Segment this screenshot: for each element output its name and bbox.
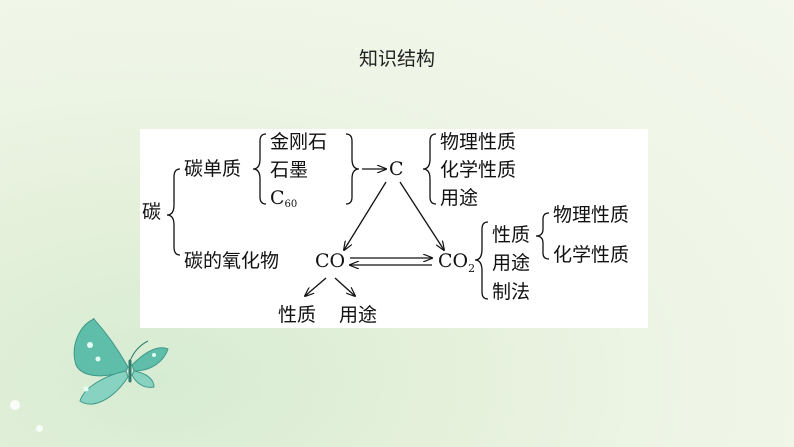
brace-carbon-elements [253,134,266,204]
carbon-node: C [389,158,404,180]
co-uses: 用途 [339,304,377,326]
co2-chemical-properties: 化学性质 [553,244,629,266]
co2-physical-properties: 物理性质 [553,204,629,226]
carbon-oxides-label: 碳的氧化物 [184,250,279,272]
butterfly-icon [50,305,210,415]
c-chemical-properties: 化学性质 [440,159,516,181]
c-uses: 用途 [440,187,478,209]
graphite-label: 石墨 [270,159,308,181]
page-title: 知识结构 [0,44,794,71]
root-label: 碳 [142,201,161,223]
diamond-label: 金刚石 [270,131,327,153]
c-physical-properties: 物理性质 [440,131,516,153]
co-properties: 性质 [278,304,316,326]
brace-root [167,169,180,255]
co2-properties: 性质 [492,224,530,246]
arrow-c-to-co2 [400,182,444,250]
arrow-c-to-co [344,182,386,250]
sparkle-dot [36,425,43,432]
co2-preparation: 制法 [492,281,530,303]
co2-uses: 用途 [492,252,530,274]
brace-c-properties [423,134,436,204]
co2-subscript: 2 [468,262,475,275]
brace-co2-property [536,213,549,259]
carbon-elements-label: 碳单质 [184,158,241,180]
co-node: CO [315,250,345,272]
co2-node: CO2 [438,250,475,280]
knowledge-structure-diagram: 碳 碳单质 金刚石 石墨 C60 C 物理性质 化学性质 用途 碳的氧化物 CO… [140,129,648,328]
c60-letter: C [270,187,285,209]
arrow-co-to-properties [305,278,326,296]
c60-label: C60 [270,187,297,216]
brace-allotropes-right [346,134,359,204]
arrow-co-to-uses [335,278,355,296]
brace-co2 [475,222,488,299]
sparkle-dot [10,400,20,410]
c60-subscript: 60 [285,199,298,210]
co2-letters: CO [438,250,468,272]
